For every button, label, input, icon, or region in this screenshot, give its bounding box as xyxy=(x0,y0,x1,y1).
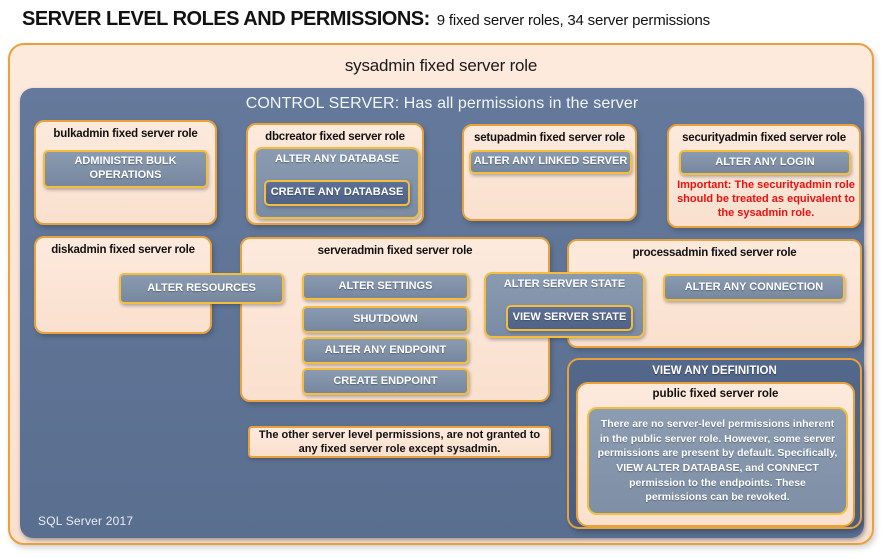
view-any-definition-label: VIEW ANY DEFINITION xyxy=(652,365,777,377)
alter-server-state-label: ALTER SERVER STATE xyxy=(503,278,626,290)
sysadmin-role-container: sysadmin fixed server role CONTROL SERVE… xyxy=(8,43,874,545)
processadmin-title: processadmin fixed server role xyxy=(632,247,797,259)
alter-any-database-label: ALTER ANY DATABASE xyxy=(274,153,400,165)
public-role-description: There are no server-level permissions in… xyxy=(587,407,848,515)
public-role-title: public fixed server role xyxy=(652,388,779,400)
permission-alter-server-state: ALTER SERVER STATE VIEW SERVER STATE xyxy=(484,272,645,338)
permission-alter-any-endpoint: ALTER ANY ENDPOINT xyxy=(302,337,469,364)
permission-view-any-definition: VIEW ANY DEFINITION public fixed server … xyxy=(567,358,862,529)
permission-shutdown: SHUTDOWN xyxy=(302,306,469,333)
dbcreator-title: dbcreator fixed server role xyxy=(265,131,405,143)
role-box-securityadmin: securityadmin fixed server role ALTER AN… xyxy=(667,124,861,228)
sql-server-version-label: SQL Server 2017 xyxy=(38,514,134,528)
role-box-bulkadmin: bulkadmin fixed server role ADMINISTER B… xyxy=(34,120,217,225)
bulkadmin-title: bulkadmin fixed server role xyxy=(53,128,198,140)
control-server-container: CONTROL SERVER: Has all permissions in t… xyxy=(20,88,864,538)
securityadmin-warning-text: Important: The securityadmin role should… xyxy=(677,179,855,219)
permission-view-server-state: VIEW SERVER STATE xyxy=(506,305,633,331)
permission-alter-any-linked-server: ALTER ANY LINKED SERVER xyxy=(469,150,632,174)
permission-create-any-database: CREATE ANY DATABASE xyxy=(264,180,410,206)
page-title: SERVER LEVEL ROLES AND PERMISSIONS: 9 fi… xyxy=(22,8,710,31)
control-server-label: CONTROL SERVER: Has all permissions in t… xyxy=(245,95,639,112)
permission-alter-resources: ALTER RESOURCES xyxy=(119,273,284,304)
role-box-setupadmin: setupadmin fixed server role ALTER ANY L… xyxy=(462,124,637,221)
permission-create-endpoint: CREATE ENDPOINT xyxy=(302,368,469,395)
diskadmin-title: diskadmin fixed server role xyxy=(51,244,195,256)
setupadmin-title: setupadmin fixed server role xyxy=(474,132,625,144)
other-permissions-note: The other server level permissions, are … xyxy=(248,426,551,458)
page-title-subtitle: 9 fixed server roles, 34 server permissi… xyxy=(436,12,710,29)
permission-alter-any-login: ALTER ANY LOGIN xyxy=(679,150,851,175)
page-title-strong: SERVER LEVEL ROLES AND PERMISSIONS: xyxy=(22,8,430,30)
permission-alter-any-database: ALTER ANY DATABASE CREATE ANY DATABASE xyxy=(254,147,420,219)
sysadmin-role-label: sysadmin fixed server role xyxy=(344,56,538,75)
serveradmin-title: serveradmin fixed server role xyxy=(317,245,473,257)
permission-administer-bulk-operations: ADMINISTER BULK OPERATIONS xyxy=(43,150,208,188)
permission-alter-settings: ALTER SETTINGS xyxy=(302,273,469,300)
role-box-dbcreator: dbcreator fixed server role ALTER ANY DA… xyxy=(246,123,424,225)
role-box-public: public fixed server role There are no se… xyxy=(576,382,855,527)
permission-alter-any-connection: ALTER ANY CONNECTION xyxy=(663,274,845,301)
securityadmin-title: securityadmin fixed server role xyxy=(682,132,846,144)
